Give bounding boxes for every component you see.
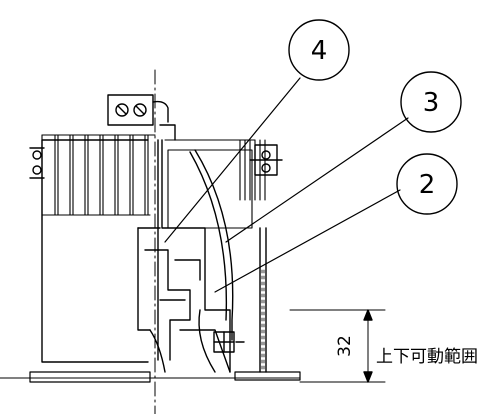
- right-bracket-screws: [249, 144, 283, 176]
- leader-4: [164, 77, 301, 243]
- dim-arrow-top: [363, 309, 373, 321]
- callout-number-2: 2: [419, 170, 436, 200]
- leader-3: [225, 117, 409, 243]
- movement-range-label: 上下可動範囲: [376, 347, 478, 367]
- outer-housing-right: [259, 227, 267, 373]
- flange-right: [234, 371, 301, 381]
- callout-number-4: 4: [311, 36, 328, 66]
- flange-left: [29, 371, 151, 383]
- adjust-screw: [213, 331, 245, 353]
- dimension-value: 32: [335, 335, 355, 357]
- callout-circle-2: [396, 153, 458, 215]
- heat-sink-right: [164, 139, 266, 229]
- terminal-block: [107, 94, 176, 141]
- callout-number-3: 3: [423, 88, 440, 118]
- heat-sink-fins: [41, 134, 156, 221]
- dim-arrow-bottom: [363, 371, 373, 383]
- callout-circle-3: [400, 71, 462, 133]
- inner-body: [137, 139, 231, 373]
- left-bracket-screws: [29, 147, 45, 179]
- leader-2: [214, 189, 401, 293]
- spring-arm-inner: [189, 151, 228, 321]
- callout-circle-4: [288, 19, 350, 81]
- spring-arm: [194, 149, 234, 341]
